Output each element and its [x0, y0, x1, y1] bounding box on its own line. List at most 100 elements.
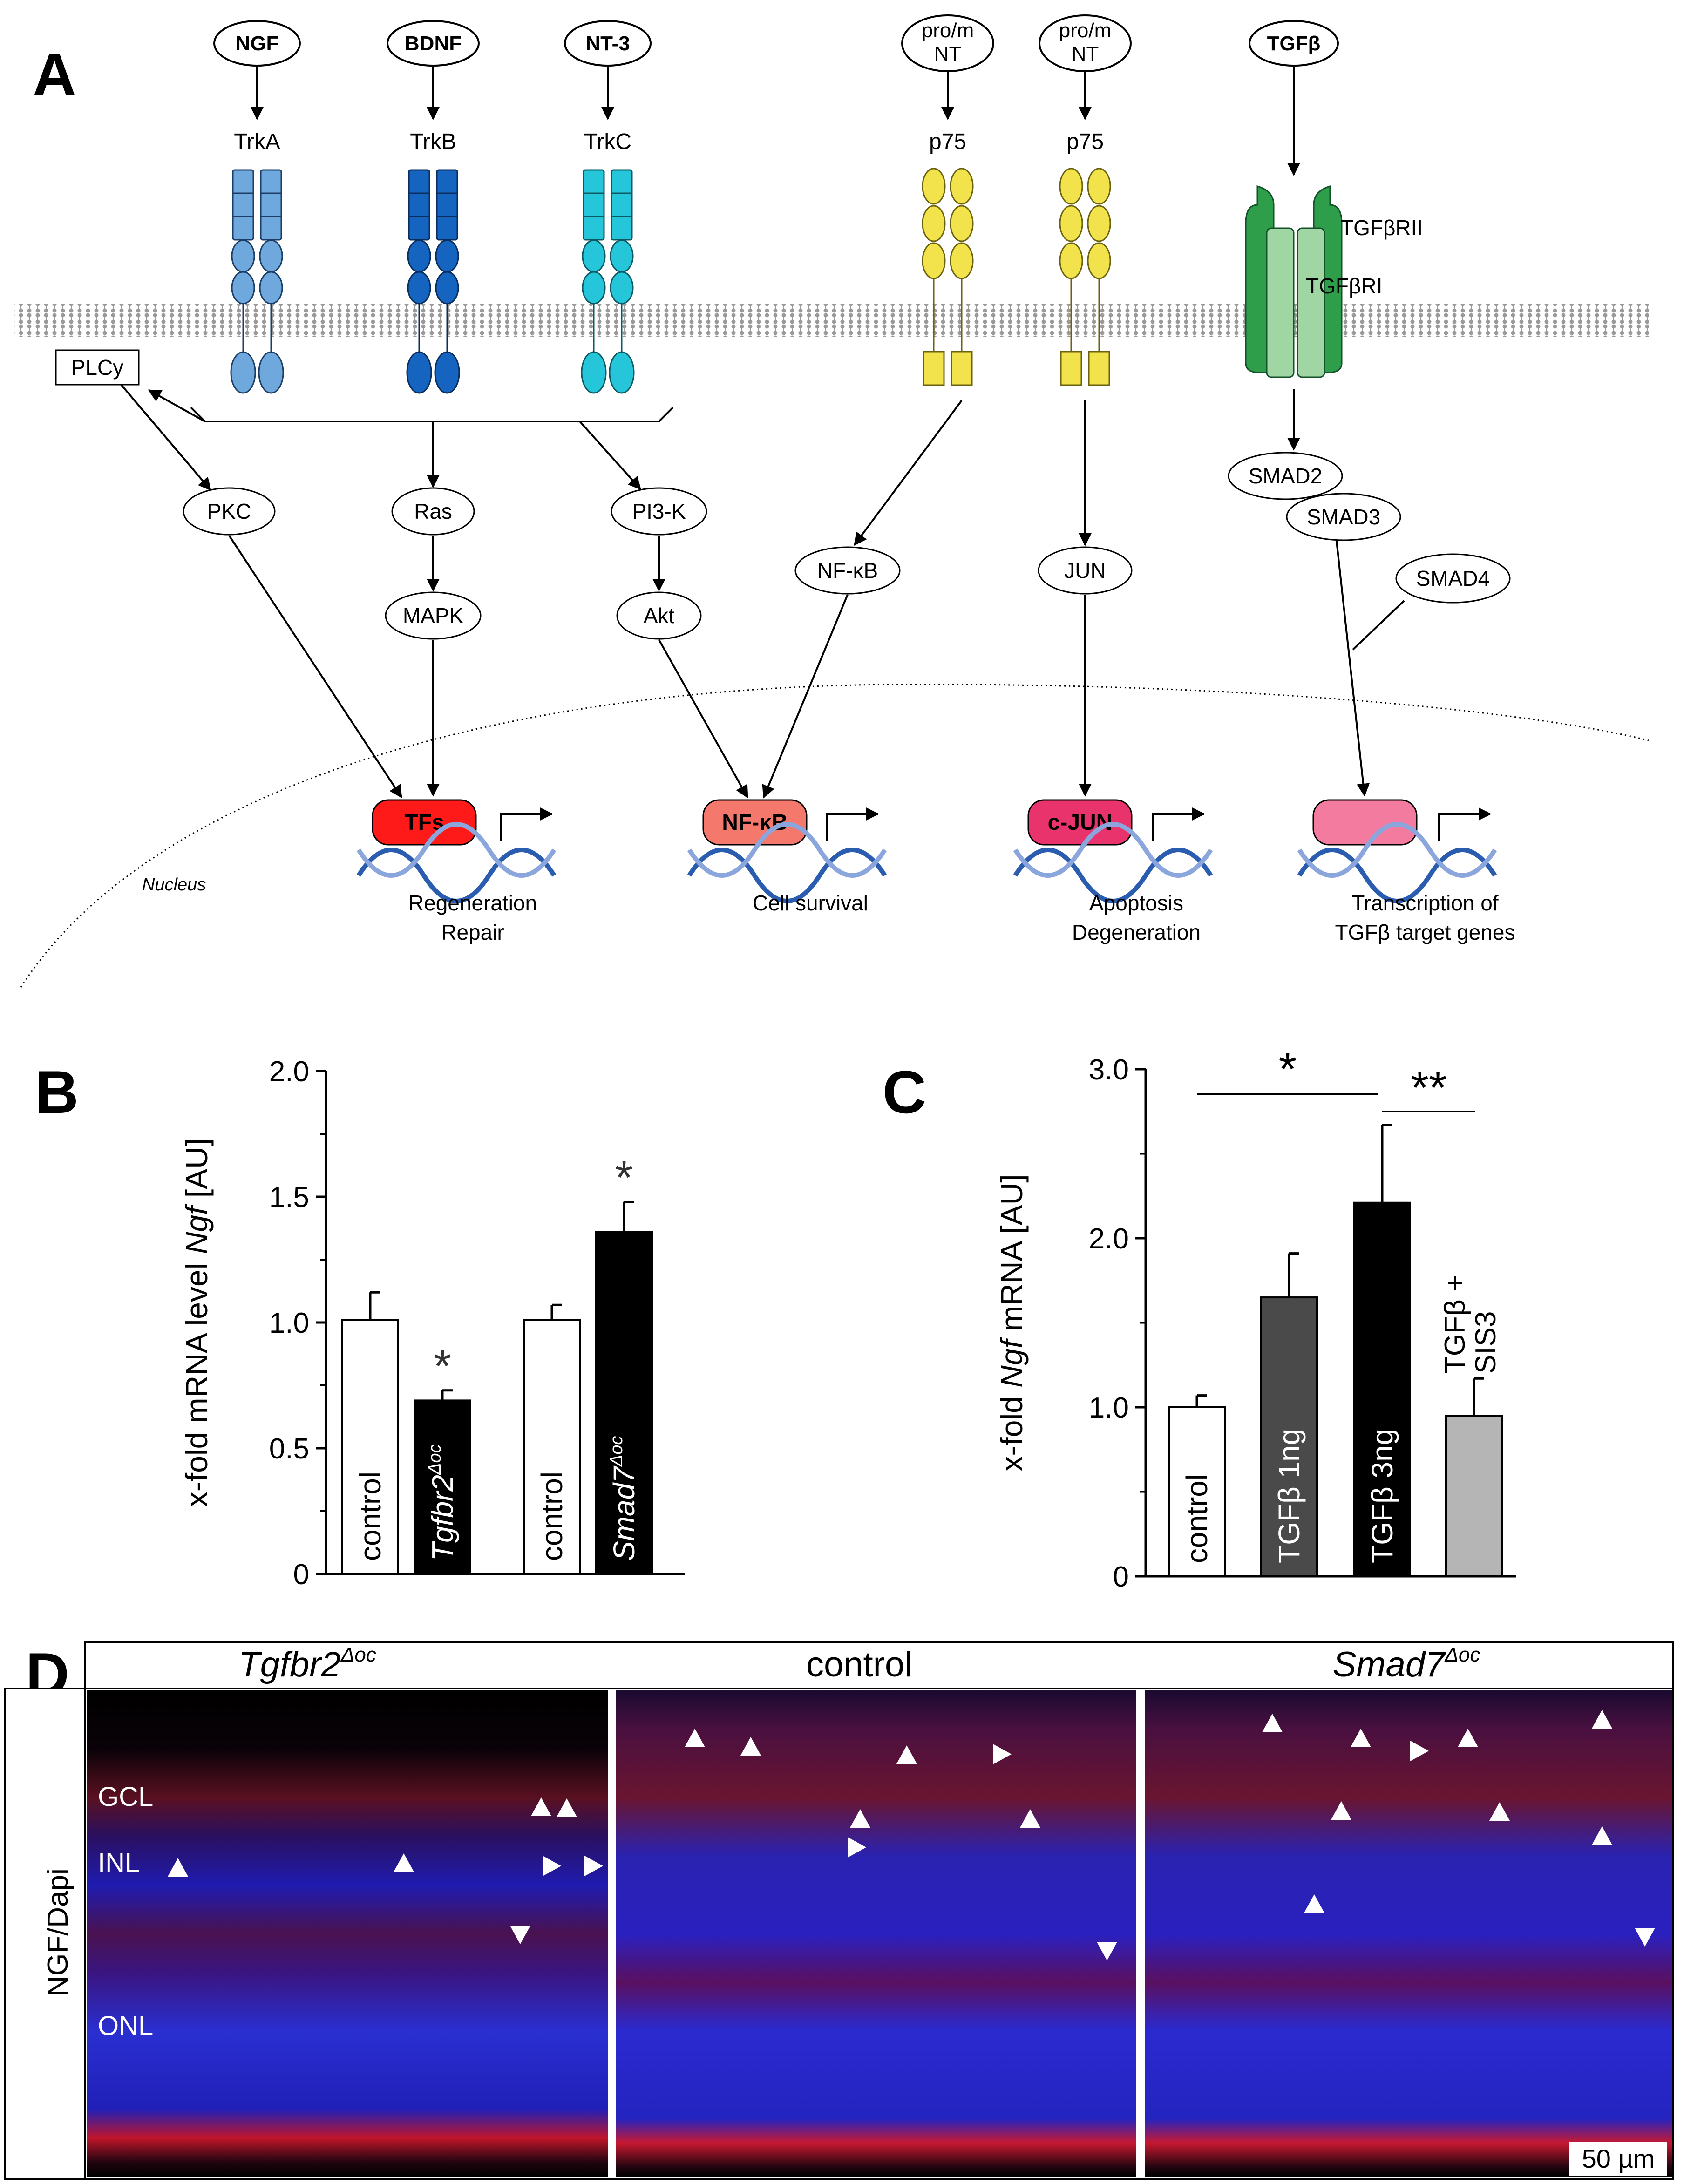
- bar: [523, 1319, 581, 1575]
- layer-inl: INL: [98, 1848, 140, 1878]
- receptor-trka: [230, 169, 284, 394]
- node-smad4: SMAD4: [1395, 553, 1511, 604]
- bar: [1168, 1406, 1226, 1577]
- y-tick-label: 0.5: [269, 1433, 309, 1465]
- receptor-trka-label: TrkA: [234, 129, 280, 154]
- outcome-target-genes: TGFβ target genes: [1335, 920, 1515, 944]
- receptor-p75-label-1: p75: [929, 129, 966, 154]
- receptor-p75-2: [1059, 168, 1111, 386]
- outcome-apoptosis: Apoptosis: [1089, 891, 1183, 915]
- outcome-repair: Repair: [441, 920, 504, 944]
- svg-text:SMAD4: SMAD4: [1416, 566, 1490, 590]
- node-jun: JUN: [1038, 546, 1133, 595]
- cell-membrane: [14, 304, 1649, 337]
- svg-text:MAPK: MAPK: [403, 604, 464, 628]
- y-tick-label: 3.0: [1089, 1054, 1129, 1086]
- svg-text:TGFβ: TGFβ: [1267, 32, 1321, 55]
- panel-c: C 0 1.0 2.0 3.0 x-fold Ngf mRNA [AU] control T…: [883, 1043, 1516, 1593]
- micrograph-smad7: [1145, 1690, 1672, 2177]
- ligand-nt3: NT-3: [564, 20, 652, 67]
- tf-box-cjun: c-JUN: [1027, 799, 1133, 846]
- svg-text:PI3-K: PI3-K: [632, 499, 686, 523]
- node-ras: Ras: [391, 487, 475, 536]
- bar: [341, 1319, 399, 1575]
- svg-text:pro/m: pro/m: [922, 19, 974, 42]
- tf-box-tfs: TFs: [372, 799, 477, 846]
- panel-b: B 00.51.01.52.0x-fold mRNA level Ngf [AU…: [35, 1056, 685, 1591]
- receptor-p75-label-2: p75: [1066, 129, 1104, 154]
- y-tick-label: 2.0: [1089, 1223, 1129, 1255]
- header-tgfbr2: Tgfbr2Δoc: [238, 1643, 376, 1684]
- svg-text:Ras: Ras: [414, 499, 452, 523]
- svg-text:NT-3: NT-3: [585, 32, 630, 55]
- y-tick-label: 2.0: [269, 1056, 309, 1088]
- layer-gcl: GCL: [98, 1782, 153, 1812]
- svg-text:NF-κB: NF-κB: [722, 810, 788, 835]
- node-pkc: PKC: [183, 487, 276, 536]
- svg-text:c-JUN: c-JUN: [1048, 810, 1113, 835]
- category-label: control: [353, 1472, 387, 1561]
- y-tick-label: 0: [1113, 1561, 1129, 1593]
- receptor-trkc: [581, 169, 635, 394]
- category-label: control: [1180, 1474, 1214, 1563]
- ngf-arrowheads: [168, 1710, 1655, 1960]
- ligand-tgfb: TGFβ: [1249, 20, 1339, 67]
- svg-text:NT: NT: [1072, 42, 1099, 65]
- significance-star: **: [1411, 1062, 1447, 1114]
- dna-helices: [356, 822, 1497, 903]
- y-tick-label: 1.0: [1089, 1392, 1129, 1424]
- node-smad2: SMAD2: [1228, 452, 1343, 500]
- stain-label-box: [4, 1688, 86, 2180]
- category-label: TGFβ 1ng: [1272, 1429, 1306, 1563]
- panel-a: A NGF BDNF NT-3 pro/m NT pro/m NT TGFβ: [14, 14, 1649, 988]
- panel-c-letter: C: [883, 1058, 926, 1126]
- svg-text:PLCy: PLCy: [71, 355, 123, 380]
- node-akt: Akt: [616, 591, 702, 640]
- tf-box-nfkb: NF-κB: [702, 799, 808, 846]
- node-nfkb: NF-κB: [794, 546, 901, 595]
- svg-text:NGF: NGF: [236, 32, 279, 55]
- outcome-degeneration: Degeneration: [1072, 920, 1201, 944]
- micrograph-tgfbr2: [87, 1690, 608, 2177]
- panel-b-letter: B: [35, 1058, 79, 1126]
- y-tick-label: 1.5: [269, 1181, 309, 1214]
- outcome-transcription: Transcription of: [1351, 891, 1499, 915]
- trk-bracket: [190, 407, 674, 422]
- tf-box-smad: [1312, 799, 1418, 846]
- sis3-label: TGFβ +SIS3: [1439, 1275, 1502, 1374]
- layer-onl: ONL: [98, 2011, 153, 2041]
- svg-text:SMAD3: SMAD3: [1307, 505, 1380, 529]
- svg-text:Akt: Akt: [644, 604, 675, 628]
- scale-bar: 50 µm: [1569, 2142, 1667, 2176]
- y-axis-label: x-fold mRNA level Ngf [AU]: [179, 1138, 214, 1507]
- category-label: Smad7Δoc: [607, 1436, 641, 1561]
- tgfbr2-label: TGFβRII: [1340, 216, 1423, 240]
- receptor-p75-1: [922, 168, 974, 386]
- node-smad3: SMAD3: [1286, 493, 1401, 541]
- ligand-arrows: [251, 66, 1300, 176]
- y-axis-label: x-fold Ngf mRNA [AU]: [994, 1174, 1029, 1471]
- svg-text:NF-κB: NF-κB: [817, 558, 878, 583]
- significance-star: *: [434, 1340, 452, 1392]
- outcome-regeneration: Regeneration: [408, 891, 537, 915]
- panel-a-letter: A: [33, 41, 76, 109]
- svg-text:NT: NT: [934, 42, 962, 65]
- stain-label: NGF/Dapi: [42, 1868, 74, 1997]
- bar: [595, 1231, 653, 1575]
- receptor-trkb-label: TrkB: [410, 129, 456, 154]
- panel-d: D NGF/Dapi Tgfbr2Δoc control Smad7Δoc GC…: [4, 1640, 1674, 2180]
- ligand-pro-nt-1: pro/m NT: [901, 14, 994, 72]
- receptor-trkb: [406, 169, 460, 394]
- bar: [1260, 1296, 1318, 1578]
- micrograph-control: [616, 1690, 1136, 2177]
- ligand-pro-nt-2: pro/m NT: [1039, 14, 1132, 72]
- node-pi3k: PI3-K: [611, 487, 707, 536]
- svg-text:50 µm: 50 µm: [1582, 2144, 1655, 2173]
- receptor-trkc-label: TrkC: [584, 129, 632, 154]
- tgfbr1-label: TGFβRI: [1306, 274, 1382, 298]
- pathway-arrows: [120, 384, 1405, 799]
- chart-c: 0 1.0 2.0 3.0 x-fold Ngf mRNA [AU] control TGF…: [994, 1043, 1516, 1593]
- significance-star: *: [615, 1152, 633, 1204]
- svg-text:JUN: JUN: [1064, 558, 1106, 583]
